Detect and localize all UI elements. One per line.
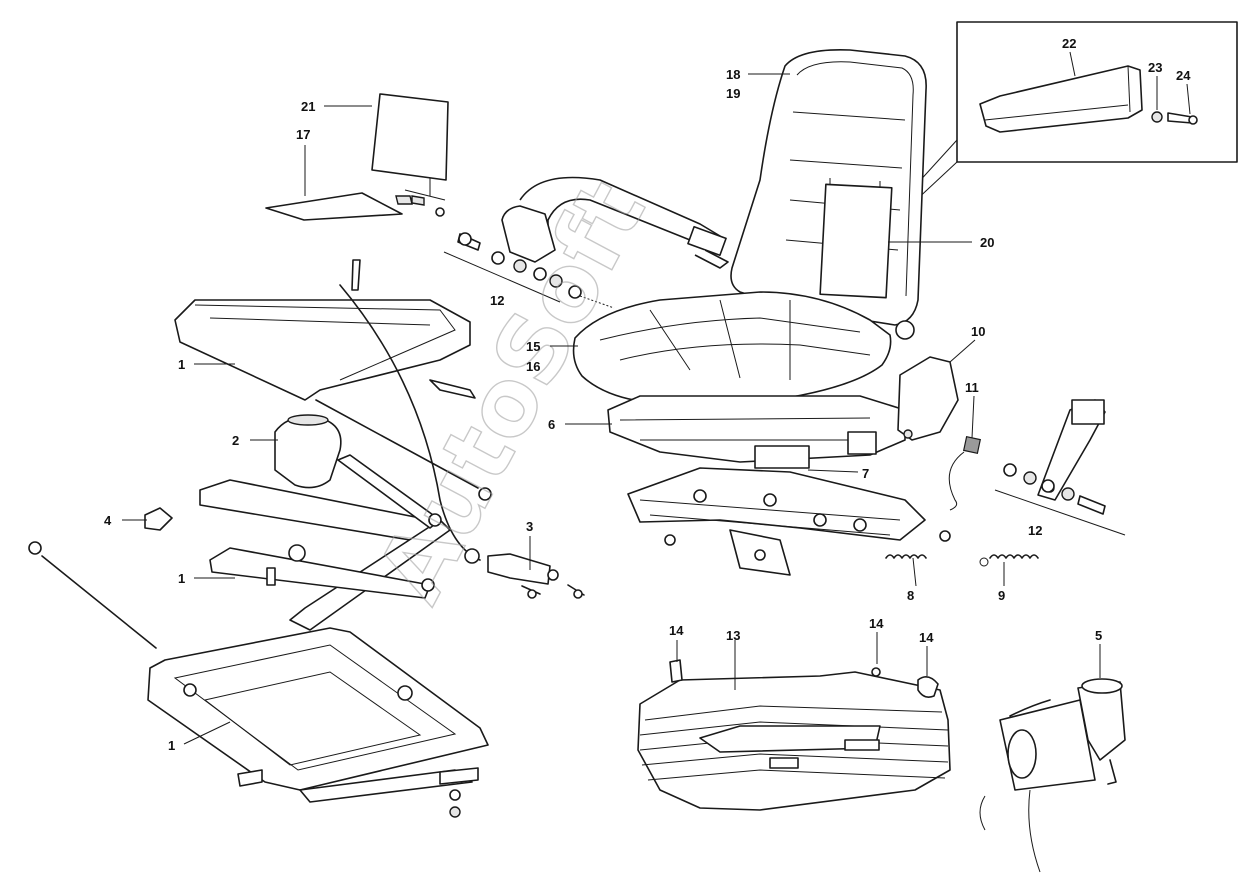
air-spring: [274, 414, 342, 489]
lower-base-frame: [147, 627, 489, 818]
seat-belt-upper: [501, 176, 729, 269]
callout-1-lower: 1: [168, 738, 175, 753]
callout-23: 23: [1148, 60, 1162, 75]
belt-buckle-right: [1037, 399, 1106, 501]
seat-frame: [607, 356, 982, 511]
callout-14-right: 14: [919, 630, 934, 645]
rods-and-cable: [28, 284, 492, 649]
callout-5: 5: [1095, 628, 1102, 643]
upper-suspension-frame: [174, 259, 476, 401]
callout-6: 6: [548, 417, 555, 432]
callout-15: 15: [526, 339, 540, 354]
tension-springs: [885, 530, 1039, 567]
fastener-set-upper: [443, 232, 615, 309]
callout-7: 7: [862, 466, 869, 481]
armrest-detail-inset: [905, 21, 1238, 204]
callout-16: 16: [526, 359, 540, 374]
callout-22: 22: [1062, 36, 1076, 51]
callout-11: 11: [965, 380, 979, 395]
callout-14-middle: 14: [869, 616, 884, 631]
callout-12-right: 12: [1028, 523, 1042, 538]
callout-13: 13: [726, 628, 740, 643]
callout-8: 8: [907, 588, 914, 603]
callout-12-upper: 12: [490, 293, 504, 308]
bumper-stop: [144, 507, 173, 531]
callout-18: 18: [726, 67, 740, 82]
callout-1-upper: 1: [178, 357, 185, 372]
shock-damper: [464, 548, 585, 599]
callout-10: 10: [971, 324, 985, 339]
callout-labels: 21 17 18 19 20 22 23 24 12 15 16 6 7 10 …: [104, 36, 1191, 753]
callout-leaders: [122, 51, 1191, 745]
headrest-cushion: [265, 93, 449, 221]
callout-3: 3: [526, 519, 533, 534]
callout-21: 21: [301, 99, 315, 114]
callout-9: 9: [998, 588, 1005, 603]
callout-20: 20: [980, 235, 994, 250]
callout-1-middle: 1: [178, 571, 185, 586]
seat-cushion: [572, 291, 892, 405]
callout-14-left: 14: [669, 623, 684, 638]
callout-19: 19: [726, 86, 740, 101]
callout-2: 2: [232, 433, 239, 448]
callout-4: 4: [104, 513, 112, 528]
fastener-set-right: [994, 463, 1126, 536]
air-compressor: [979, 678, 1126, 873]
callout-17: 17: [296, 127, 310, 142]
slide-mechanism: [627, 467, 926, 576]
callout-24: 24: [1176, 68, 1191, 83]
scissor-mechanism: [199, 454, 451, 631]
bellows-cover: [637, 659, 951, 811]
backrest: [730, 49, 927, 340]
